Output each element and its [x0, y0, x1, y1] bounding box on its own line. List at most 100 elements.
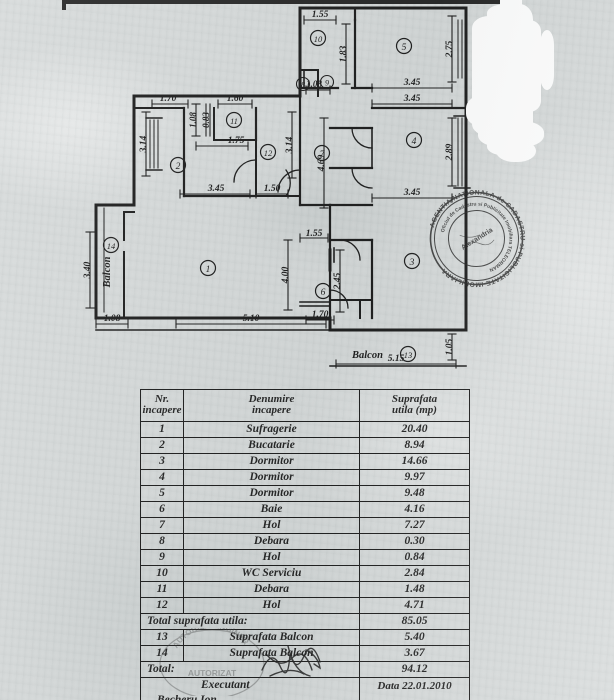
svg-text:1.60: 1.60: [227, 94, 244, 104]
total-row: Total:94.12: [140, 661, 470, 678]
executant-name: Becheru Ion: [157, 694, 217, 700]
cell-nr: 2: [140, 437, 184, 454]
cell-room-name: Bucatarie: [183, 437, 360, 454]
cell-room-name: Hol: [183, 549, 360, 566]
cell-room-name: Suprafata Balcon: [183, 645, 360, 662]
svg-text:Balcon: Balcon: [351, 350, 383, 361]
svg-text:1.70: 1.70: [160, 94, 177, 104]
cell-nr: 12: [140, 597, 184, 614]
cell-room-name: Debara: [183, 581, 360, 598]
cell-nr: 11: [140, 581, 184, 598]
cell-nr: 10: [140, 565, 184, 582]
cell-area: 0.30: [359, 533, 470, 550]
cell-nr: 3: [140, 453, 184, 470]
header-nr: Nr. incapere: [140, 389, 184, 422]
cell-area: 0.84: [359, 549, 470, 566]
svg-text:1.05: 1.05: [445, 338, 455, 355]
cell-area: 20.40: [359, 421, 470, 438]
cell-area: 14.66: [359, 453, 470, 470]
svg-text:11: 11: [230, 116, 238, 126]
cell-room-name: Debara: [183, 533, 360, 550]
cell-area: 9.97: [359, 469, 470, 486]
svg-text:5: 5: [402, 43, 407, 53]
cell-nr: 13: [140, 629, 184, 646]
cell-area: 4.71: [359, 597, 470, 614]
svg-text:1.55: 1.55: [306, 229, 323, 239]
cell-area: 7.27: [359, 517, 470, 534]
cell-area: 2.84: [359, 565, 470, 582]
total-label: Total:: [140, 661, 360, 678]
cell-area: 9.48: [359, 485, 470, 502]
svg-text:0.83: 0.83: [201, 112, 211, 128]
svg-text:4.00: 4.00: [281, 266, 291, 284]
svg-text:1.83: 1.83: [339, 45, 349, 62]
cell-area: 1.48: [359, 581, 470, 598]
areas-table: Nr. incapere Denumire incapere Suprafata…: [140, 389, 470, 700]
cell-nr: 14: [140, 645, 184, 662]
header-name-line2: incapere: [251, 404, 292, 416]
svg-text:4.69: 4.69: [317, 154, 327, 172]
cell-nr: 4: [140, 469, 184, 486]
cell-nr: 5: [140, 485, 184, 502]
svg-text:1.08: 1.08: [188, 112, 198, 128]
cell-room-name: Sufragerie: [183, 421, 360, 438]
svg-text:1.50: 1.50: [264, 184, 281, 194]
svg-text:1.75: 1.75: [228, 136, 245, 146]
cell-room-name: Hol: [183, 597, 360, 614]
header-area-line1: Suprafata: [391, 393, 438, 405]
svg-text:3: 3: [409, 258, 415, 268]
cell-area: 5.40: [359, 629, 470, 646]
header-name-line1: Denumire: [248, 393, 295, 405]
svg-text:3.45: 3.45: [403, 94, 421, 104]
sheet-corner-border: [62, 0, 66, 10]
cell-nr: 9: [140, 549, 184, 566]
stamp-center-text: Alexandria: [460, 227, 494, 252]
header-nr-line2: incapere: [142, 404, 182, 416]
svg-text:14: 14: [107, 241, 116, 251]
svg-text:5.15: 5.15: [388, 354, 405, 364]
cell-room-name: Dormitor: [183, 469, 360, 486]
svg-text:3.45: 3.45: [207, 184, 225, 194]
cell-room-name: Dormitor: [183, 453, 360, 470]
date-cell: Data 22.01.2010: [359, 677, 470, 700]
svg-text:2.89: 2.89: [445, 143, 455, 161]
cell-area: 8.94: [359, 437, 470, 454]
svg-text:9: 9: [325, 79, 329, 88]
svg-text:3.14: 3.14: [139, 135, 149, 153]
svg-text:Balcon: Balcon: [102, 256, 113, 288]
cell-nr: 6: [140, 501, 184, 518]
subtotal-row: Total suprafata utila:85.05: [140, 613, 470, 630]
table-header-row: Nr. incapere Denumire incapere Suprafata…: [140, 389, 470, 422]
svg-text:1.55: 1.55: [312, 10, 329, 20]
svg-text:8: 8: [301, 81, 305, 90]
cell-room-name: Hol: [183, 517, 360, 534]
cell-room-name: Baie: [183, 501, 360, 518]
svg-text:2: 2: [176, 162, 181, 172]
executant-label: Executant: [201, 679, 250, 691]
cell-nr: 7: [140, 517, 184, 534]
svg-text:1.08: 1.08: [306, 79, 322, 89]
header-name: Denumire incapere: [183, 389, 360, 422]
svg-text:12: 12: [264, 148, 273, 158]
floor-plan-drawing: 1 2 3 4 5 6 7 8 9 10 11 12 13 14 1.55 1.…: [83, 6, 471, 369]
svg-text:3.45: 3.45: [403, 78, 421, 88]
svg-text:2.45: 2.45: [333, 272, 343, 290]
total-area: 94.12: [359, 661, 470, 678]
svg-text:5.10: 5.10: [243, 314, 260, 324]
header-area: Suprafata utila (mp): [359, 389, 470, 422]
